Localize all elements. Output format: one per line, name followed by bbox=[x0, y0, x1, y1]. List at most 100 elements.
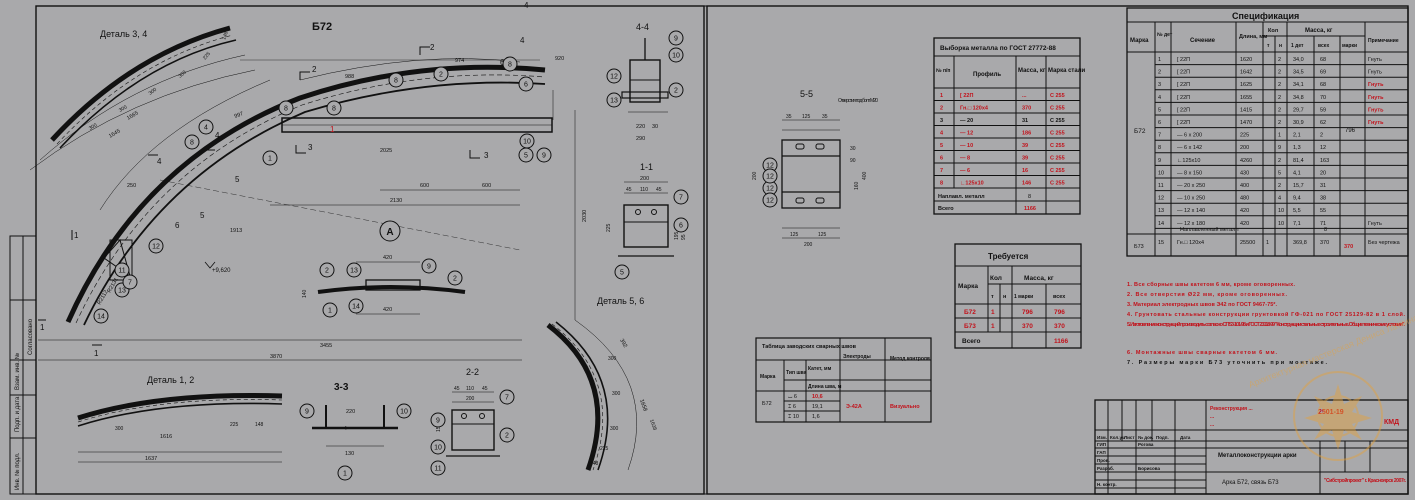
spec-cell: 1,3 bbox=[1293, 145, 1301, 151]
spec-cell: Без чертежа bbox=[1368, 240, 1401, 246]
callout-balloon: 9 bbox=[299, 403, 315, 419]
spec-header: всех bbox=[1318, 43, 1329, 49]
svg-text:4: 4 bbox=[215, 131, 220, 140]
dim-text: 152 bbox=[436, 423, 442, 432]
metal-cell: — 20 bbox=[960, 118, 973, 124]
weld-cell: ⌶ 6 bbox=[788, 404, 796, 410]
dim-text: 300 bbox=[118, 104, 128, 113]
tb-project: Реконструкция ... bbox=[1210, 406, 1253, 412]
metal-cell: — 12 bbox=[960, 131, 973, 137]
spec-cell: Гнуть bbox=[1368, 120, 1384, 126]
tb-stamp-id: КМД bbox=[1384, 419, 1399, 426]
callout-num: 10 bbox=[523, 139, 531, 146]
spec-cell: 4260 bbox=[1240, 158, 1252, 164]
callout-num: 2 bbox=[505, 433, 509, 440]
dim-text: 125 bbox=[802, 114, 811, 120]
note-line: 6. Монтажные швы сварные катетом 6 мм. bbox=[1127, 350, 1277, 356]
spec-cell: 5,5 bbox=[1293, 208, 1301, 214]
spec-cell: 70 bbox=[1320, 95, 1326, 101]
dim-text: 148 bbox=[221, 31, 230, 41]
dim-text: 200 bbox=[640, 176, 649, 182]
metal-cell: — 8 bbox=[960, 156, 970, 162]
dim-text: 45 bbox=[626, 187, 632, 193]
callout-num: 5 bbox=[524, 153, 528, 160]
note-line: 2. Все отверстия Ø22 мм, кроме оговоренн… bbox=[1127, 292, 1287, 298]
dim-text: 200 bbox=[804, 242, 813, 248]
required-cell: 796 bbox=[1054, 309, 1065, 316]
spec-cell: 5 bbox=[1158, 107, 1161, 113]
spec-cell: 3 bbox=[1158, 82, 1161, 88]
spec-cell: [ 22П bbox=[1177, 107, 1190, 113]
callout-num: 7 bbox=[505, 395, 509, 402]
metal-cell: 16 bbox=[1022, 168, 1028, 174]
svg-text:5: 5 bbox=[235, 175, 240, 184]
required-total-label: Всего bbox=[962, 338, 981, 345]
callout-num: 9 bbox=[436, 418, 440, 425]
dim-text: 130 bbox=[345, 451, 354, 457]
callout-num: 13 bbox=[610, 98, 618, 105]
spec-header: Примечание bbox=[1368, 38, 1399, 44]
arc-callouts: 8 8 8 8 8 9 10 11 12 13 14 2 1 4 5 6 7 bbox=[93, 56, 552, 324]
callout-num: 1 bbox=[343, 471, 347, 478]
detail-1-2-title: Деталь 1, 2 bbox=[147, 375, 194, 385]
callout-num: 9 bbox=[542, 153, 546, 160]
callout-balloon: 5 bbox=[518, 147, 534, 163]
spec-b72-mark: Б72 bbox=[1134, 128, 1146, 135]
spec-cell: [ 22П bbox=[1177, 82, 1190, 88]
callout-balloon: 12 bbox=[606, 68, 622, 84]
spec-cell: 68 bbox=[1320, 57, 1326, 63]
metal-cell: 31 bbox=[1022, 118, 1028, 124]
dim-text: 45 bbox=[656, 187, 662, 193]
svg-text:1: 1 bbox=[330, 125, 335, 134]
callout-num: 7 bbox=[679, 195, 683, 202]
required-header: т bbox=[991, 294, 994, 300]
spec-cell: 29,7 bbox=[1293, 107, 1304, 113]
callout-balloon: 13 bbox=[346, 262, 362, 278]
spec-cell: 1415 bbox=[1240, 107, 1252, 113]
spec-cell: 1642 bbox=[1240, 70, 1252, 76]
dim-text: 1658 bbox=[638, 399, 648, 413]
required-title: Требуется bbox=[988, 252, 1029, 261]
dim-text: 160 bbox=[854, 181, 860, 190]
required-cell: 1 bbox=[991, 309, 995, 316]
required-header: всех bbox=[1053, 294, 1066, 300]
svg-text:4: 4 bbox=[157, 157, 162, 166]
spec-cell: [ 22П bbox=[1177, 95, 1190, 101]
view-a-label: А bbox=[386, 227, 393, 238]
dim-text: 1637 bbox=[145, 456, 157, 462]
callout-num: 10 bbox=[672, 53, 680, 60]
note-line: 7. Размеры марки Б73 уточнить при монтаж… bbox=[1127, 360, 1327, 366]
dim-text: 1645 bbox=[108, 128, 122, 139]
note-line: 3. Материал электродных швов Э42 по ГОСТ… bbox=[1127, 302, 1277, 308]
section-title: 4-4 bbox=[636, 22, 649, 32]
svg-text:4: 4 bbox=[524, 1, 529, 10]
required-cell: Б73 bbox=[964, 323, 976, 330]
dim-text: 300 bbox=[608, 356, 617, 362]
metal-header: Профиль bbox=[973, 71, 1001, 78]
tb-role: Н. контр. bbox=[1097, 482, 1117, 487]
callout-num: 9 bbox=[427, 264, 431, 271]
spec-cell: 4,1 bbox=[1293, 170, 1301, 176]
dim-text: 30 bbox=[850, 146, 856, 152]
weld-cell: 10,6 bbox=[812, 394, 823, 400]
dim-text: 300 bbox=[177, 69, 187, 79]
dim-text: 195 bbox=[674, 231, 680, 240]
spec-cell: — 8 х 150 bbox=[1177, 170, 1202, 176]
dim-text: 95 bbox=[681, 234, 687, 240]
required-header: Масса, кг bbox=[1024, 275, 1054, 282]
callout-num: 8 bbox=[190, 140, 194, 147]
tb-name: Борисова bbox=[1138, 466, 1160, 471]
metal-weld-value: 8 bbox=[1028, 194, 1031, 200]
spec-header: н bbox=[1279, 43, 1282, 49]
spec-cell: 1 bbox=[1266, 240, 1269, 246]
metal-header: № п/п bbox=[936, 68, 950, 74]
general-notes: 1. Все сборные швы катетом 6 мм, кроме о… bbox=[1127, 281, 1405, 366]
callout-num: 1 bbox=[268, 156, 272, 163]
dim-text: 250 bbox=[127, 183, 136, 189]
metal-cell: 186 bbox=[1022, 131, 1031, 137]
spec-cell: 7,1 bbox=[1293, 221, 1301, 227]
callout-balloon: 12 bbox=[148, 238, 164, 254]
spec-cell: 31 bbox=[1320, 183, 1326, 189]
metal-weld-label: Наплавл. металл bbox=[938, 194, 985, 200]
